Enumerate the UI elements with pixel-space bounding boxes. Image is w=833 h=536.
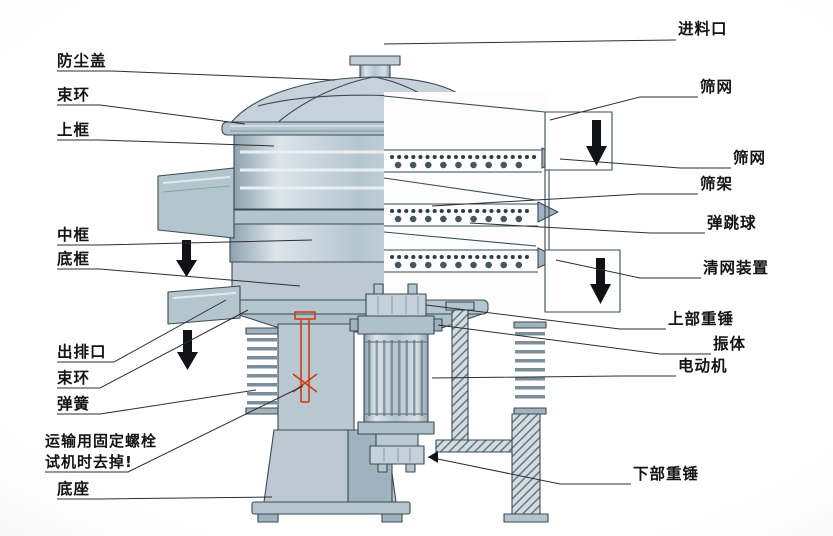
motor-body <box>363 333 429 423</box>
sieve-decks <box>383 95 563 273</box>
base-foot-right <box>381 513 403 523</box>
right-outlet-duct-upper <box>544 111 613 171</box>
leader-middle-frame <box>57 239 313 246</box>
label-dust-cover: 防尘盖 <box>57 51 107 70</box>
motor-lower-flange <box>357 421 435 435</box>
leader-transport-bolt <box>45 385 304 473</box>
upper-discharge-spout <box>157 167 235 239</box>
top-bolt-left <box>373 283 384 295</box>
label-clamp-ring-top: 束环 <box>57 85 90 104</box>
leader-screen-mesh-lower <box>559 158 731 169</box>
label-spring: 弹簧 <box>57 394 90 413</box>
leader-upper-weight <box>425 304 666 330</box>
label-bouncing-ball: 弹跳球 <box>707 213 757 232</box>
leader-lower-weight-arrowhead <box>428 451 438 463</box>
label-transport-bolt-note-line2: 试机时去掉! <box>45 453 133 471</box>
label-base: 底座 <box>57 479 90 498</box>
sieve-deck-2 <box>384 201 559 227</box>
label-screen-frame: 筛架 <box>700 174 733 193</box>
leader-motor <box>431 375 676 379</box>
bottom-bolt-right <box>405 463 416 473</box>
label-screen-mesh-upper: 筛网 <box>700 77 733 96</box>
shaft-coupling <box>375 433 419 447</box>
label-upper-weight: 上部重锤 <box>668 309 734 328</box>
label-upper-frame: 上框 <box>57 120 90 139</box>
leader-clamp-ring-top <box>57 104 246 125</box>
leader-discharge-outlet <box>57 299 227 363</box>
flow-down-arrow-upper-left <box>176 240 197 277</box>
leader-feed-inlet <box>383 39 677 45</box>
flow-down-arrow-lower-left <box>177 330 198 370</box>
leader-bouncing-ball <box>469 222 705 234</box>
leader-screen-frame <box>431 193 698 207</box>
label-bottom-frame: 底框 <box>57 249 90 268</box>
cutaway-panel <box>384 92 548 306</box>
leader-lower-weight <box>427 456 631 485</box>
label-transport-bolt-note-line1: 运输用固定螺栓 <box>45 432 157 450</box>
upper-weight-block <box>365 293 427 317</box>
label-net-cleaning-device: 清网装置 <box>703 258 769 277</box>
leader-lines <box>45 39 731 500</box>
deck-wedge-2 <box>537 201 559 223</box>
base-pedestal <box>251 429 411 523</box>
right-base-column <box>503 413 549 523</box>
leader-base <box>57 496 273 500</box>
leader-spring <box>57 389 257 415</box>
leader-upper-frame <box>57 139 275 147</box>
base-column <box>277 323 355 431</box>
top-bolt-right <box>407 283 418 295</box>
label-discharge-outlet: 出排口 <box>57 342 107 361</box>
lower-discharge-spout <box>167 285 241 325</box>
base-foot-left <box>257 513 279 523</box>
label-feed-inlet: 进料口 <box>678 19 728 38</box>
leader-vibrating-body <box>437 324 711 355</box>
label-lower-weight: 下部重锤 <box>633 464 699 483</box>
right-spring <box>513 321 547 415</box>
support-bracket <box>435 301 529 453</box>
flow-down-arrow-lower-right <box>590 258 611 304</box>
flow-down-arrow-upper-right <box>586 120 607 166</box>
label-middle-frame: 中框 <box>57 225 90 244</box>
base-plate <box>251 501 411 515</box>
leader-net-cleaning <box>555 259 701 279</box>
bottom-bolt-left <box>377 463 388 473</box>
machine-illustration <box>157 55 621 523</box>
right-outlet-duct-lower <box>544 249 621 313</box>
label-clamp-ring-bottom: 束环 <box>57 368 90 387</box>
label-vibrating-body: 振体 <box>713 334 746 353</box>
leader-bottom-frame <box>57 268 301 287</box>
label-motor: 电动机 <box>678 356 728 375</box>
lower-weight-block <box>369 445 425 465</box>
labels: 防尘盖 束环 上框 中框 底框 出排口 束环 弹簧 运输用固定螺栓 试机时去掉!… <box>45 19 769 498</box>
leader-dust-cover <box>57 70 336 81</box>
label-screen-mesh-lower: 筛网 <box>733 148 766 167</box>
leader-clamp-ring-bottom <box>57 309 249 389</box>
vibrating-body-block <box>349 315 443 335</box>
leader-screen-mesh-upper <box>549 96 698 121</box>
vibrator-assembly <box>349 283 443 473</box>
